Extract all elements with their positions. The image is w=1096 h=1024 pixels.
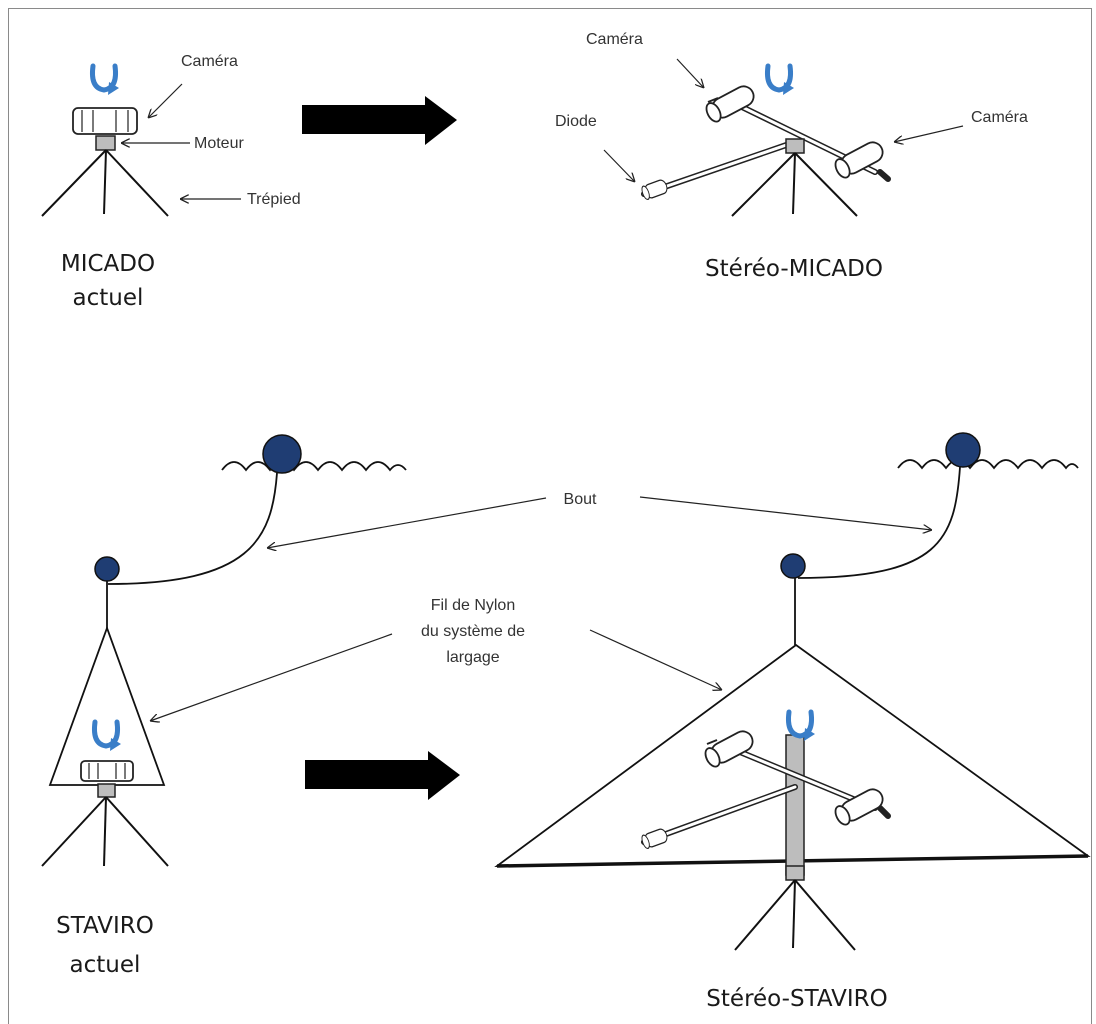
camera-housing	[80, 760, 134, 782]
diode	[639, 178, 670, 201]
rotation-icon	[767, 66, 794, 95]
water-surface	[221, 461, 407, 472]
stereo-staviro-device	[494, 432, 1091, 951]
diode-pointer	[603, 149, 635, 182]
rope-label: Bout	[564, 491, 597, 508]
central-mast	[785, 734, 805, 876]
nylon-pointer	[589, 629, 722, 690]
nylon-label-line1: Fil de Nylon	[431, 597, 515, 614]
rope-pointer	[267, 497, 547, 548]
upgrade-arrow-top	[302, 96, 457, 145]
rope	[797, 466, 961, 579]
micado-device	[41, 66, 169, 217]
micado-subtitle: actuel	[73, 285, 144, 311]
camera-label: Caméra	[181, 53, 238, 70]
surface-buoy	[945, 432, 981, 468]
nylon-pointer	[150, 633, 393, 721]
subsurface-buoy	[780, 553, 806, 579]
camera-pointer	[148, 83, 183, 118]
surface-buoy	[262, 434, 302, 474]
subsurface-buoy	[94, 556, 120, 582]
tripod-leg	[41, 149, 107, 217]
motor-block	[785, 138, 805, 154]
rope	[107, 472, 278, 585]
staviro-subtitle: actuel	[70, 952, 141, 978]
staviro-device	[41, 434, 407, 867]
camera-label: Caméra	[971, 109, 1028, 126]
camera-label: Caméra	[586, 31, 643, 48]
camera-pointer	[676, 58, 704, 88]
nylon-label-line2: du système de	[421, 623, 525, 640]
motor-block	[785, 865, 805, 881]
nylon-label-line3: largage	[446, 649, 499, 666]
rope-pointer	[639, 496, 932, 530]
camera-pointer	[894, 125, 964, 142]
stereo-staviro-title: Stéréo-STAVIRO	[706, 986, 887, 1012]
stereo-micado-device	[639, 66, 891, 217]
diode-label: Diode	[555, 113, 597, 130]
stereo-camera-left	[702, 81, 759, 125]
figure-frame	[8, 8, 1092, 1024]
micado-title: MICADO	[61, 251, 155, 277]
motor-block	[95, 135, 116, 151]
motor-block	[97, 783, 116, 798]
tripod-leg	[105, 149, 169, 217]
upgrade-arrow-bottom	[305, 751, 460, 800]
rotation-icon	[92, 66, 119, 95]
water-surface	[897, 459, 1079, 470]
tripod-label: Trépied	[247, 191, 301, 208]
camera-housing	[72, 107, 138, 135]
stereo-micado-title: Stéréo-MICADO	[705, 256, 883, 282]
motor-label: Moteur	[194, 135, 244, 152]
tripod-leg	[103, 149, 107, 215]
staviro-title: STAVIRO	[56, 913, 154, 939]
